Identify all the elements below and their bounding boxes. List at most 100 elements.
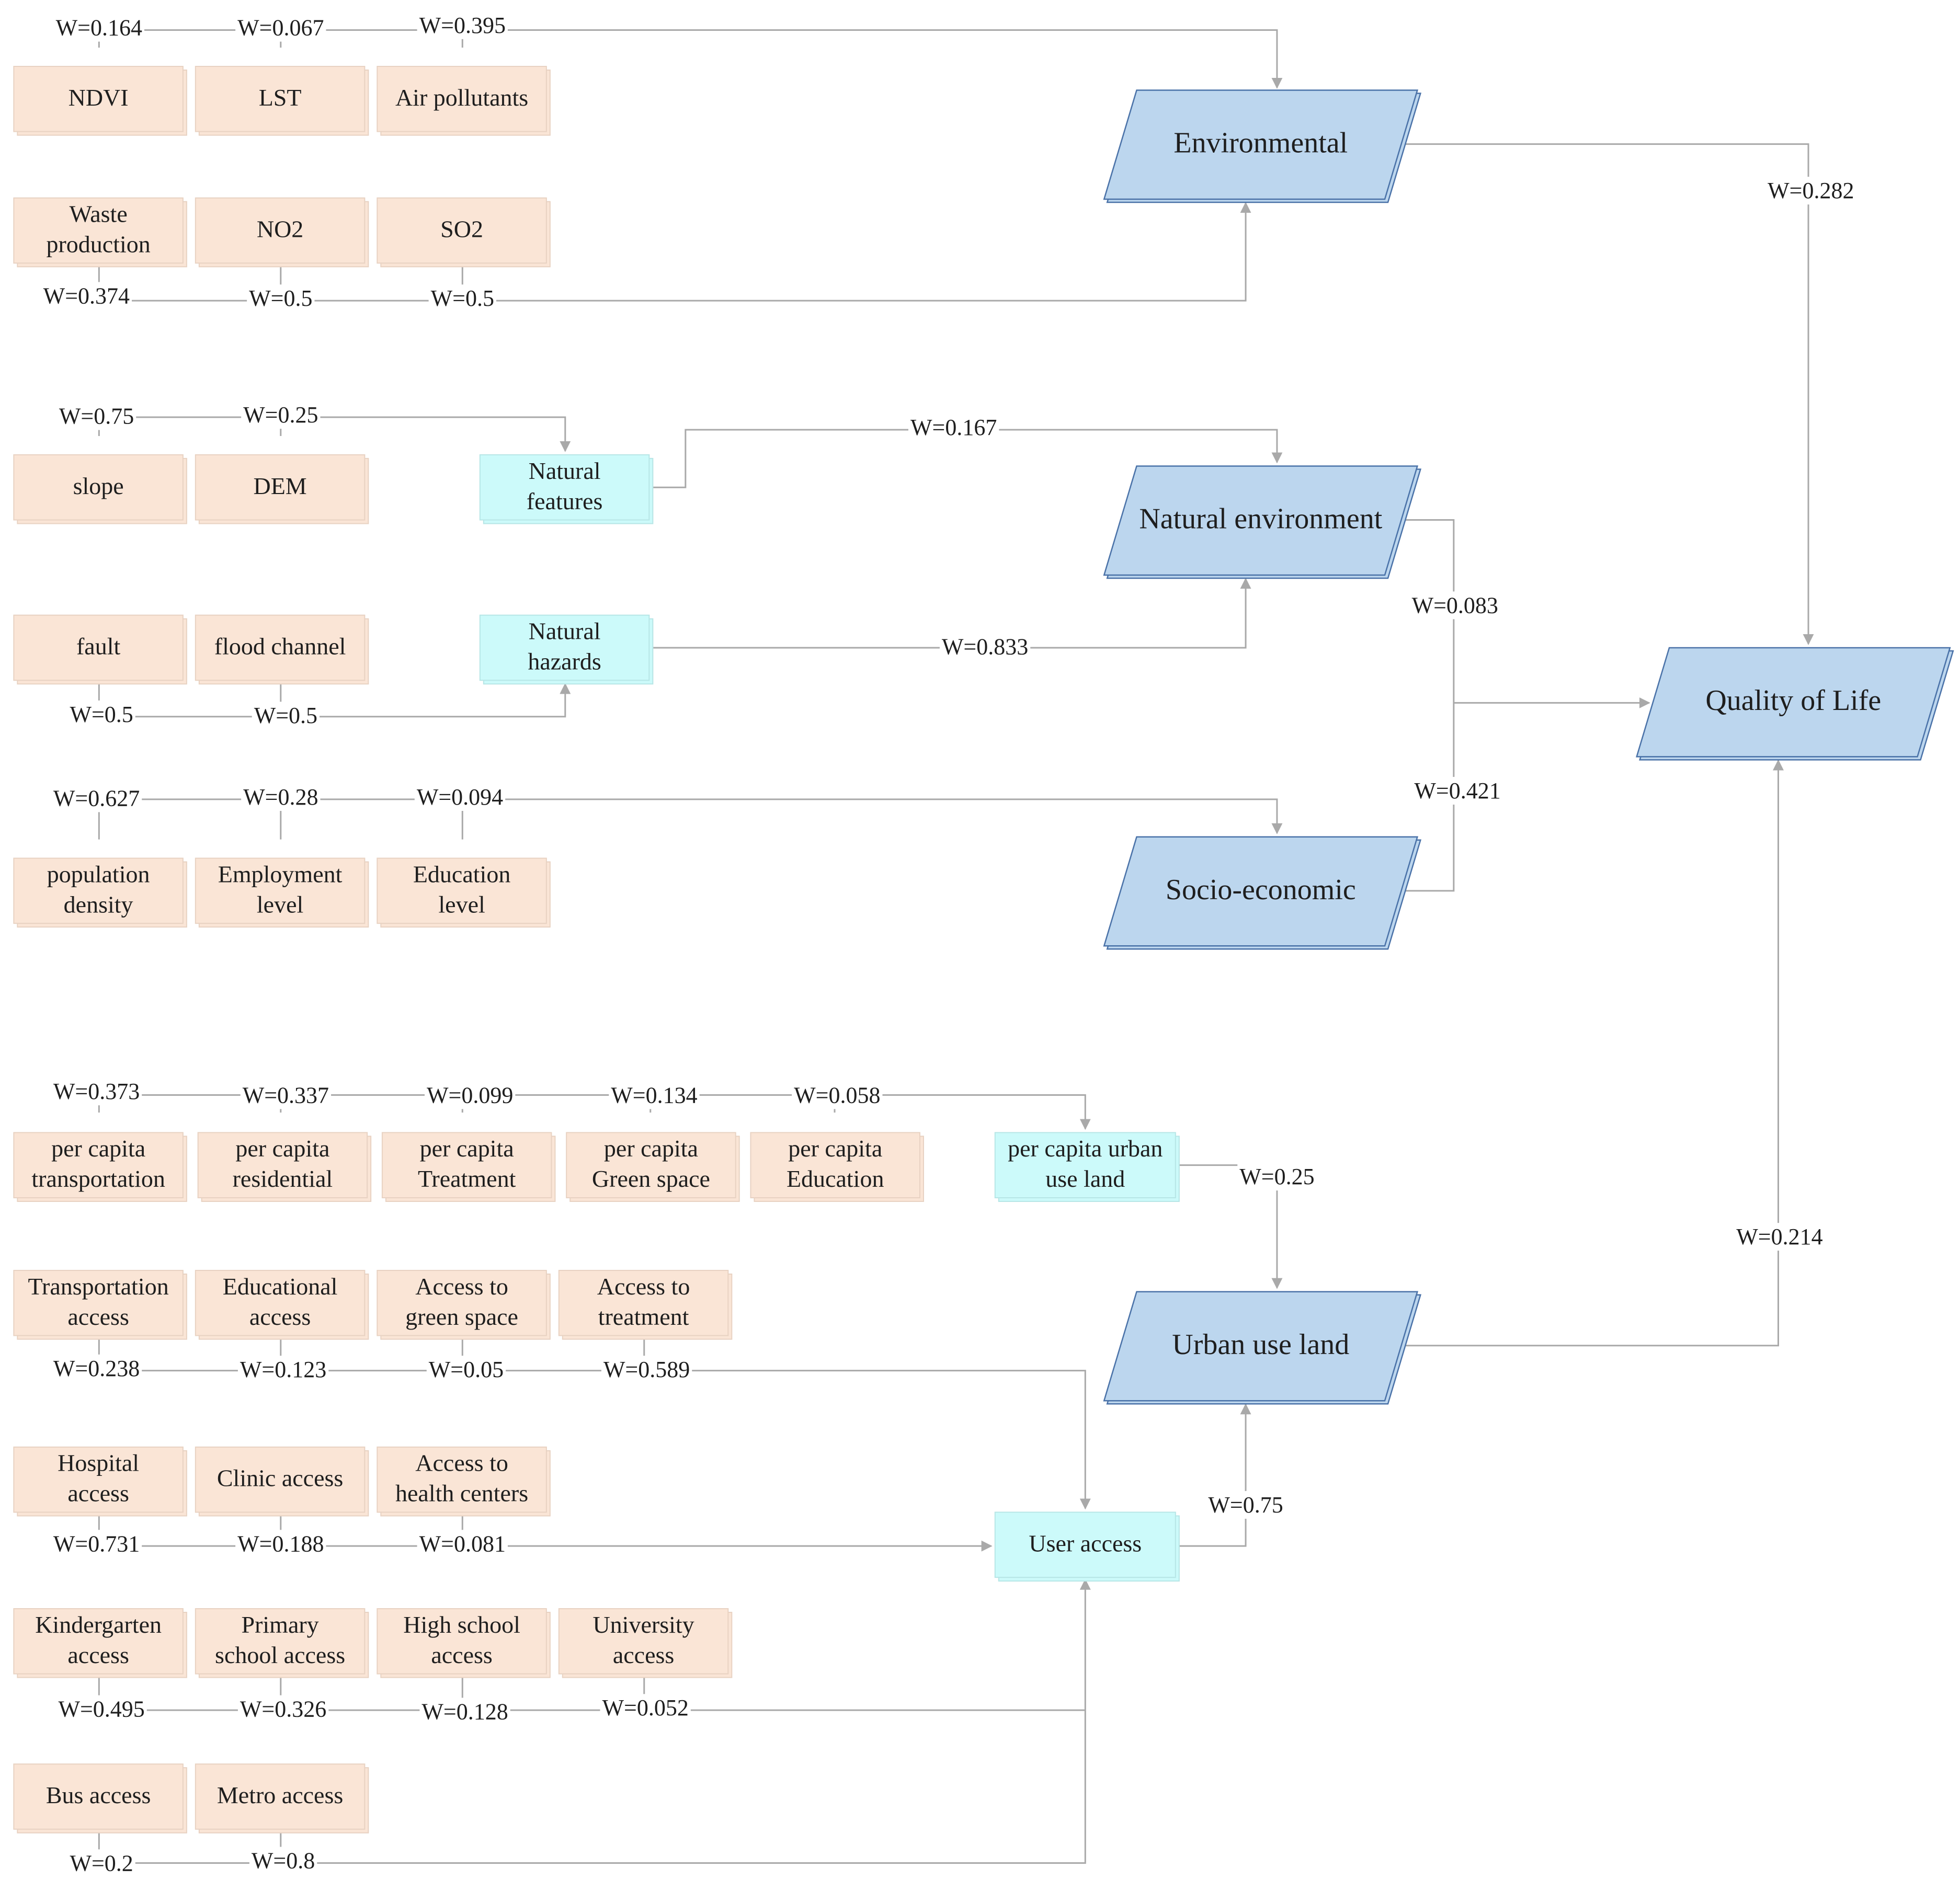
weight-slope-label: W=0.75 [59, 403, 134, 429]
weight-per-capita-urban-use-land: W=0.25 [1237, 1163, 1317, 1191]
weight-transportation-access: W=0.238 [51, 1354, 142, 1382]
indicator-university-access-label: University [592, 1611, 694, 1638]
indicator-kindergarten-access-label: access [67, 1642, 129, 1668]
weight-hospital-access: W=0.731 [51, 1530, 142, 1558]
indicator-flood-channel: flood channel [195, 614, 369, 685]
indicator-pc-residential-label: residential [233, 1165, 333, 1192]
weight-metro-access-label: W=0.8 [252, 1848, 315, 1874]
weight-university-access-label: W=0.052 [602, 1695, 688, 1721]
weight-clinic-access: W=0.188 [235, 1530, 326, 1558]
connector-line [1175, 1403, 1251, 1547]
weight-air-pollutants: W=0.395 [417, 11, 508, 39]
subgroup-user-access: User access [994, 1511, 1180, 1582]
indicator-education-level-label: Education [413, 861, 511, 887]
weight-natural-hazards: W=0.833 [939, 633, 1031, 661]
weight-employment-level-label: W=0.28 [243, 784, 318, 810]
connector-line [98, 1578, 1091, 1864]
connector-line [650, 578, 1251, 649]
indicator-transportation-access-label: access [67, 1303, 129, 1330]
weight-educational-access-label: W=0.123 [240, 1357, 326, 1382]
indicator-air-pollutants: Air pollutants [377, 66, 551, 136]
weight-metro-access: W=0.8 [249, 1847, 317, 1875]
weight-natural-features: W=0.167 [908, 414, 999, 442]
connector-line [98, 1336, 1091, 1510]
weight-environmental-label: W=0.282 [1768, 178, 1854, 203]
weight-environmental: W=0.282 [1765, 177, 1856, 205]
connector-lines [98, 29, 1814, 1864]
indicator-ndvi: NDVI [13, 66, 187, 136]
weight-user-access: W=0.75 [1206, 1491, 1285, 1519]
indicator-population-density-label: population [47, 861, 150, 887]
dimension-urban-use-land-label: Urban use land [1172, 1328, 1349, 1361]
weight-pc-education: W=0.058 [792, 1081, 883, 1109]
dimension-socio-economic: Socio-economic [1103, 836, 1422, 950]
dimension-socio-economic-label: Socio-economic [1166, 874, 1356, 906]
indicator-pc-transportation-label: transportation [31, 1165, 165, 1192]
weight-high-school-access-label: W=0.128 [421, 1699, 508, 1724]
weight-urban-use-land-label: W=0.214 [1736, 1224, 1822, 1250]
weight-natural-environment-label: W=0.083 [1412, 592, 1498, 618]
weight-natural-hazards-label: W=0.833 [942, 634, 1028, 659]
weight-education-level-label: W=0.094 [417, 784, 503, 810]
indicator-access-health-centers-label: health centers [395, 1480, 528, 1507]
indicator-pc-education-label: per capita [788, 1135, 882, 1162]
indicator-kindergarten-access-label: Kindergarten [35, 1611, 162, 1638]
indicator-metro-access-label: Metro access [217, 1782, 343, 1808]
weight-pc-green-space-label: W=0.134 [611, 1082, 697, 1108]
weight-dem-label: W=0.25 [243, 402, 318, 428]
indicator-pc-education-label: Education [787, 1165, 884, 1192]
indicator-primary-school-access-label: Primary [241, 1611, 318, 1638]
dimension-quality-of-life: Quality of Life [1636, 647, 1954, 761]
indicator-access-green-space-label: green space [405, 1303, 518, 1330]
weight-kindergarten-access: W=0.495 [56, 1695, 147, 1723]
weight-primary-school-access-label: W=0.326 [240, 1697, 326, 1722]
indicator-primary-school-access-label: school access [215, 1642, 345, 1668]
indicator-so2-label: SO2 [440, 216, 483, 243]
indicator-waste-production-label: production [46, 231, 150, 258]
weight-transportation-access-label: W=0.238 [53, 1356, 140, 1381]
weight-employment-level: W=0.28 [241, 783, 321, 811]
indicator-metro-access: Metro access [195, 1763, 369, 1833]
indicator-no2-label: NO2 [257, 216, 303, 243]
indicator-bus-access: Bus access [13, 1763, 187, 1833]
weight-waste-production: W=0.374 [41, 282, 132, 310]
connector-line [98, 416, 571, 452]
indicator-access-treatment-label: Access to [597, 1273, 690, 1300]
weight-population-density-label: W=0.627 [53, 785, 140, 811]
connector-line [1405, 519, 1455, 892]
connector-line [1405, 143, 1814, 645]
indicator-slope: slope [13, 454, 187, 524]
weight-access-green-space: W=0.05 [426, 1356, 506, 1384]
weight-kindergarten-access-label: W=0.495 [58, 1697, 144, 1722]
indicator-air-pollutants-label: Air pollutants [395, 84, 528, 111]
indicator-waste-production-label: Waste [69, 201, 127, 227]
indicator-ndvi-label: NDVI [69, 84, 129, 111]
subgroup-per-capita-urban-use-land-label: use land [1045, 1165, 1125, 1192]
weight-flood-channel-label: W=0.5 [254, 703, 317, 728]
weight-population-density: W=0.627 [51, 784, 142, 812]
dimension-environmental-label: Environmental [1173, 127, 1348, 159]
indicator-lst-label: LST [259, 84, 302, 111]
indicator-pc-transportation-label: per capita [51, 1135, 145, 1162]
weight-pc-residential: W=0.337 [240, 1081, 332, 1109]
weight-no2: W=0.5 [247, 284, 315, 313]
indicator-education-level-label: level [438, 891, 485, 918]
indicator-hospital-access-label: Hospital [58, 1450, 139, 1476]
weight-socio-economic: W=0.421 [1412, 777, 1503, 805]
connector-line [650, 429, 1283, 488]
indicator-bus-access-label: Bus access [46, 1782, 151, 1808]
weight-air-pollutants-label: W=0.395 [419, 13, 506, 38]
weight-clinic-access-label: W=0.188 [237, 1531, 324, 1556]
weight-natural-environment: W=0.083 [1409, 591, 1500, 620]
connector-line [98, 681, 571, 718]
weight-natural-features-label: W=0.167 [910, 415, 997, 440]
weight-pc-education-label: W=0.058 [794, 1082, 880, 1108]
subgroup-per-capita-urban-use-land-label: per capita urban [1008, 1135, 1163, 1162]
